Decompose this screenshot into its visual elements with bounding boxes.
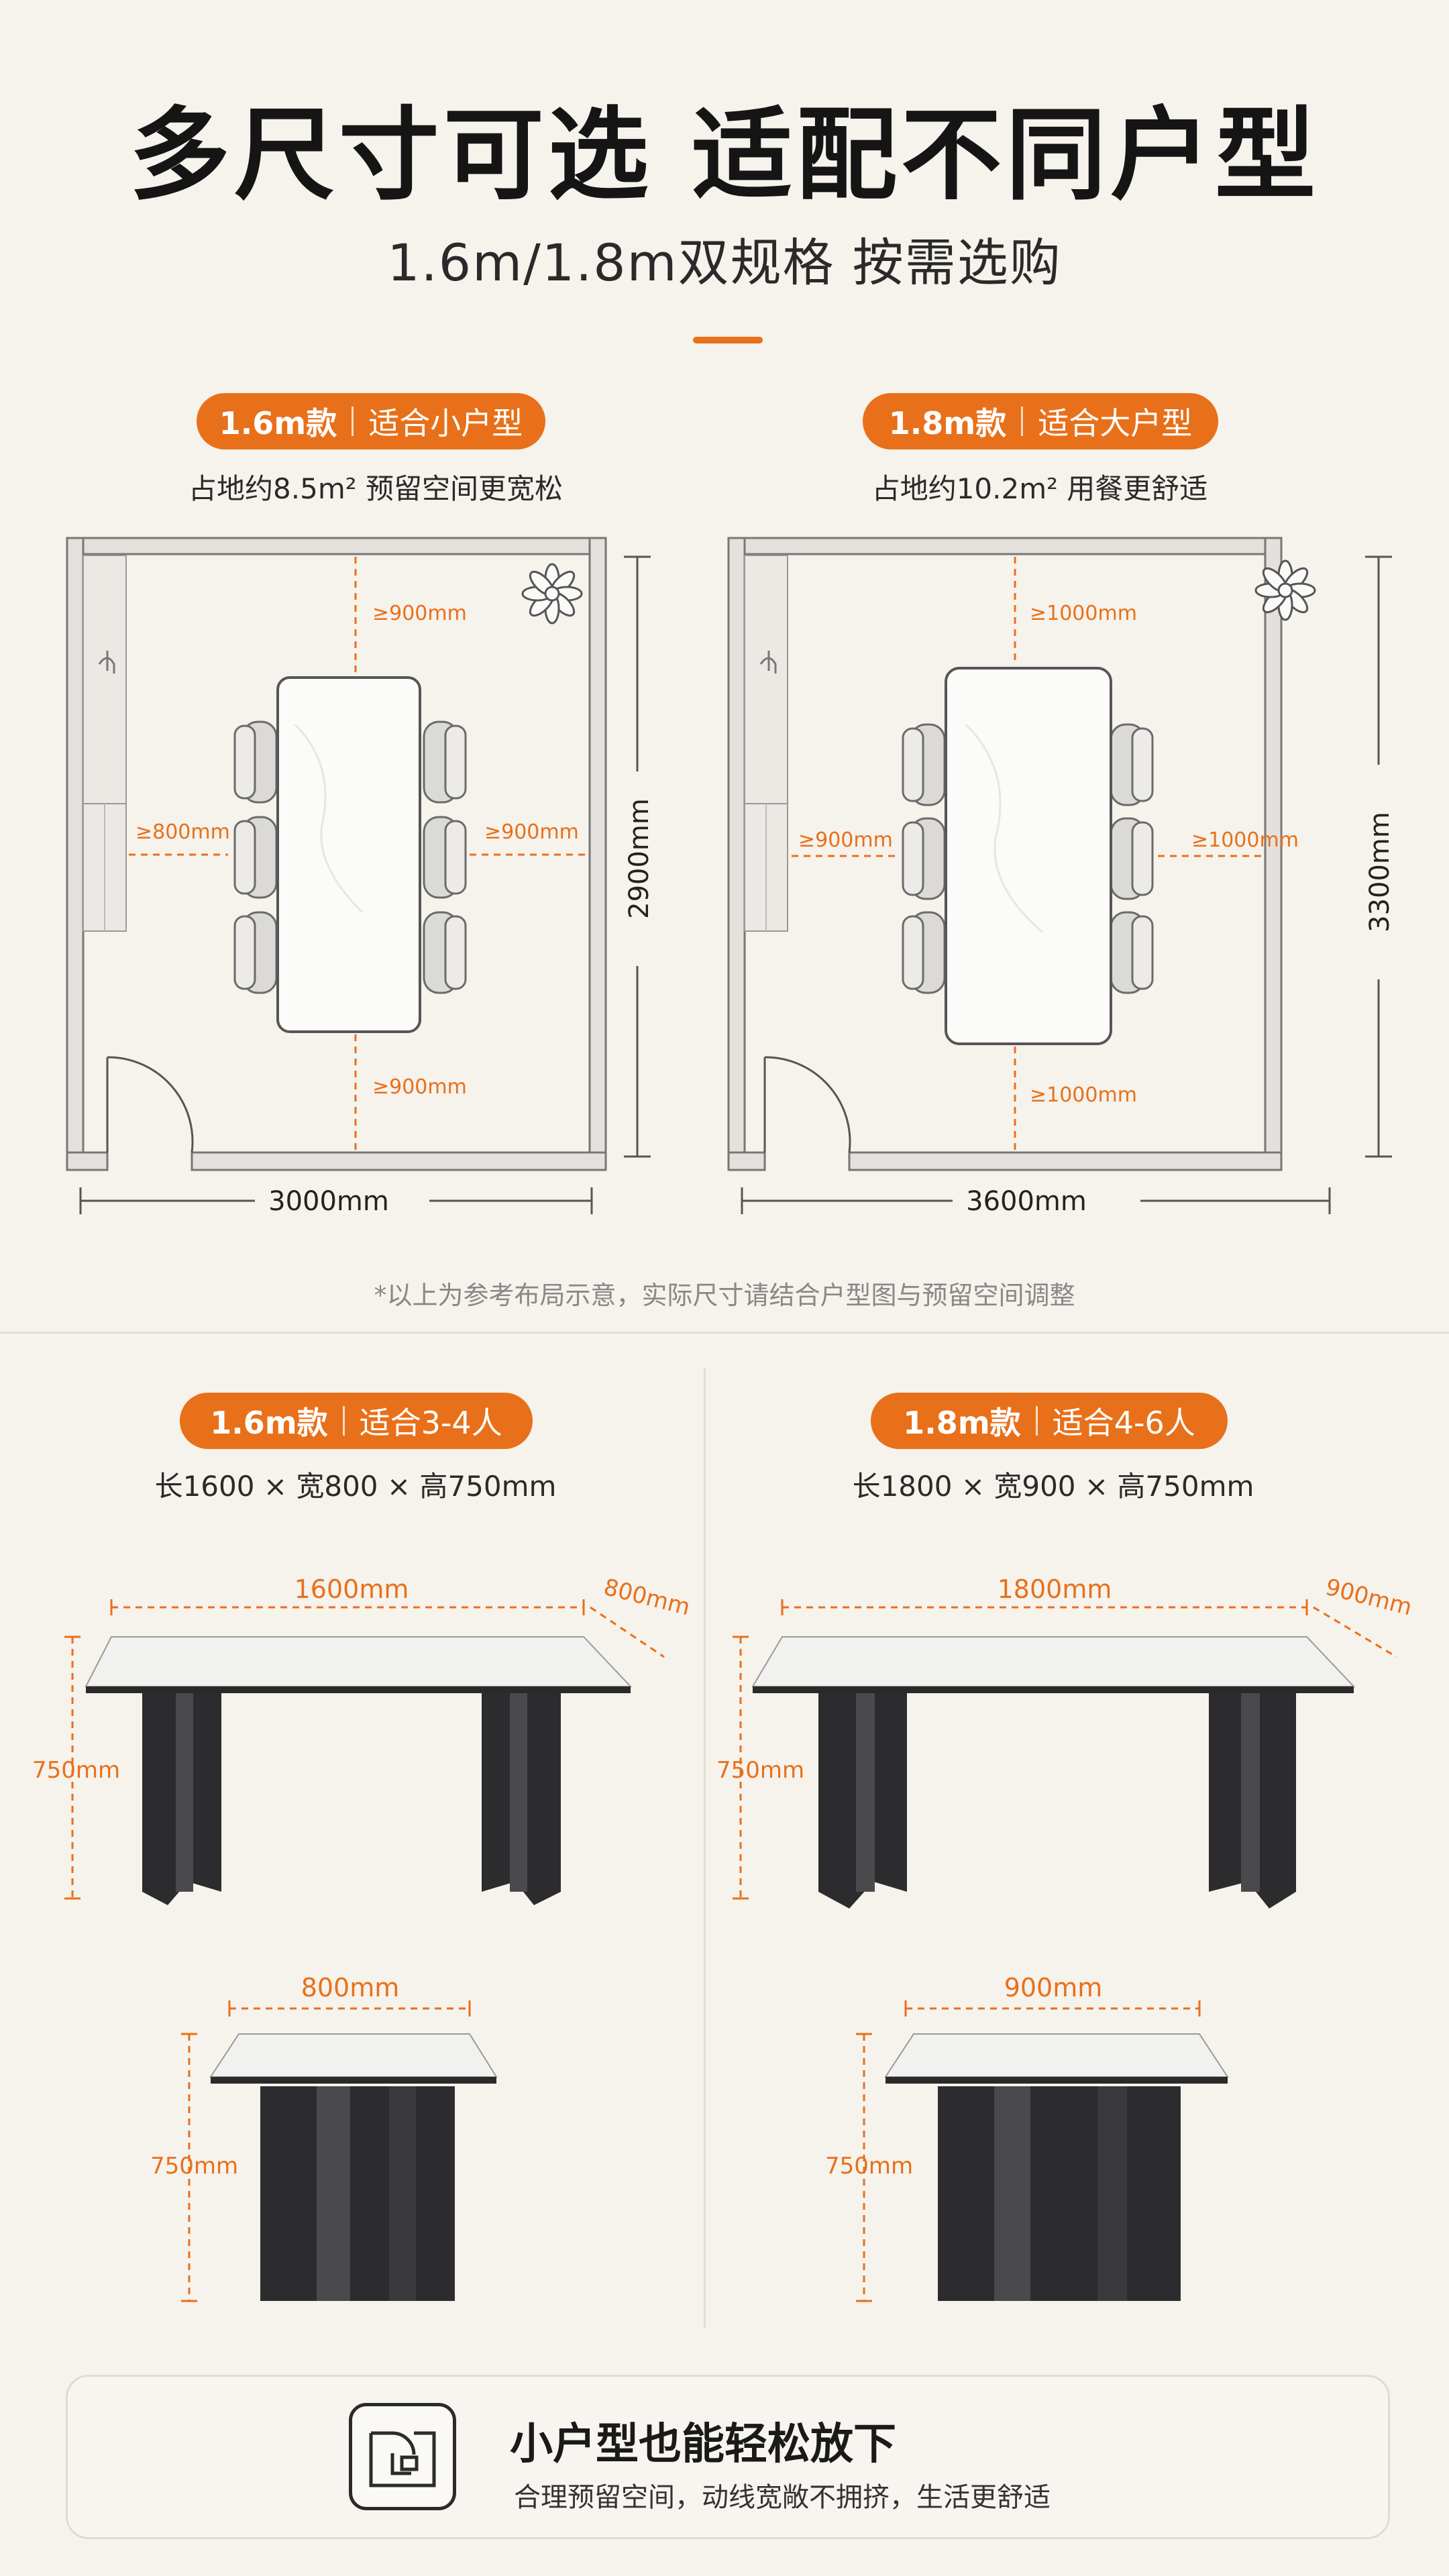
table-pill-large: 1.8m款适合4-6人 xyxy=(871,1393,1228,1449)
floorplan-small: ≥900mm ≥900mm ≥800mm ≥900mm 3000mm 2900m… xyxy=(66,537,655,1217)
gap-right-label: ≥1000mm xyxy=(1191,828,1299,852)
room-height-label: 2900mm xyxy=(624,798,655,919)
table-pill-small: 1.6m款适合3-4人 xyxy=(180,1393,533,1449)
gap-top-label: ≥1000mm xyxy=(1030,602,1137,625)
room-width-label: 3000mm xyxy=(268,1186,389,1217)
layout-caption-large: 占地约10.2m² 用餐更舒适 xyxy=(871,472,1208,505)
gap-left-label: ≥900mm xyxy=(798,828,893,852)
layout-pill-large: 1.8m款适合大户型 xyxy=(863,393,1218,449)
depth-label: 900mm xyxy=(1323,1574,1415,1621)
page-title: 多尺寸可选 适配不同户型 xyxy=(129,97,1320,214)
side-width-label: 900mm xyxy=(1004,1973,1103,2002)
pill-fit: 适合小户型 xyxy=(368,405,523,441)
side-height-label: 750mm xyxy=(825,2153,913,2180)
gap-top-label: ≥900mm xyxy=(372,602,467,625)
column-divider xyxy=(704,1368,706,2328)
pill-model: 1.8m款 xyxy=(888,405,1007,441)
table-side-large: 900mm 750mm xyxy=(825,1973,1229,2302)
table-dims-small: 长1600 × 宽800 × 高750mm xyxy=(154,1470,557,1503)
table-dims-large: 长1800 × 宽900 × 高750mm xyxy=(852,1470,1254,1503)
table-front-large: 1800mm 900mm 750mm xyxy=(716,1574,1415,1909)
depth-label: 800mm xyxy=(601,1574,693,1621)
layout-caption-small: 占地约8.5m² 预留空间更宽松 xyxy=(189,472,563,505)
side-height-label: 750mm xyxy=(150,2153,238,2180)
room-width-label: 3600mm xyxy=(966,1186,1087,1217)
pill-model: 1.6m款 xyxy=(219,405,337,441)
pill-model: 1.8m款 xyxy=(903,1405,1021,1441)
floorplan-icon xyxy=(349,2403,456,2510)
gap-bottom-label: ≥900mm xyxy=(372,1075,467,1099)
section-divider xyxy=(0,1332,1449,1334)
gap-bottom-label: ≥1000mm xyxy=(1030,1083,1137,1107)
info-card xyxy=(66,2375,1390,2539)
pill-model: 1.6m款 xyxy=(210,1405,328,1441)
pill-fit: 适合3-4人 xyxy=(359,1405,502,1441)
length-label: 1600mm xyxy=(294,1574,409,1604)
table-side-small: 800mm 750mm xyxy=(150,1973,498,2302)
gap-right-label: ≥900mm xyxy=(484,820,579,844)
room-height-label: 3300mm xyxy=(1364,812,1395,932)
floorplan-large: ≥1000mm ≥1000mm ≥900mm ≥1000mm 3600mm 33… xyxy=(727,537,1395,1217)
page-subtitle: 1.6m/1.8m双规格 按需选购 xyxy=(387,233,1062,292)
card-subtitle: 合理预留空间，动线宽敞不拥挤，生活更舒适 xyxy=(514,2482,1051,2513)
table-front-small: 1600mm 800mm 750mm xyxy=(32,1574,693,1905)
height-label: 750mm xyxy=(716,1757,804,1784)
layout-pill-small: 1.6m款适合小户型 xyxy=(197,393,545,449)
gap-left-label: ≥800mm xyxy=(136,820,230,844)
length-label: 1800mm xyxy=(998,1574,1112,1604)
pill-fit: 适合4-6人 xyxy=(1052,1405,1195,1441)
accent-divider xyxy=(693,337,763,343)
card-title: 小户型也能轻松放下 xyxy=(510,2420,896,2469)
height-label: 750mm xyxy=(32,1757,120,1784)
pill-fit: 适合大户型 xyxy=(1038,405,1193,441)
side-width-label: 800mm xyxy=(301,1973,400,2002)
layout-note: *以上为参考布局示意，实际尺寸请结合户型图与预留空间调整 xyxy=(374,1281,1075,1310)
